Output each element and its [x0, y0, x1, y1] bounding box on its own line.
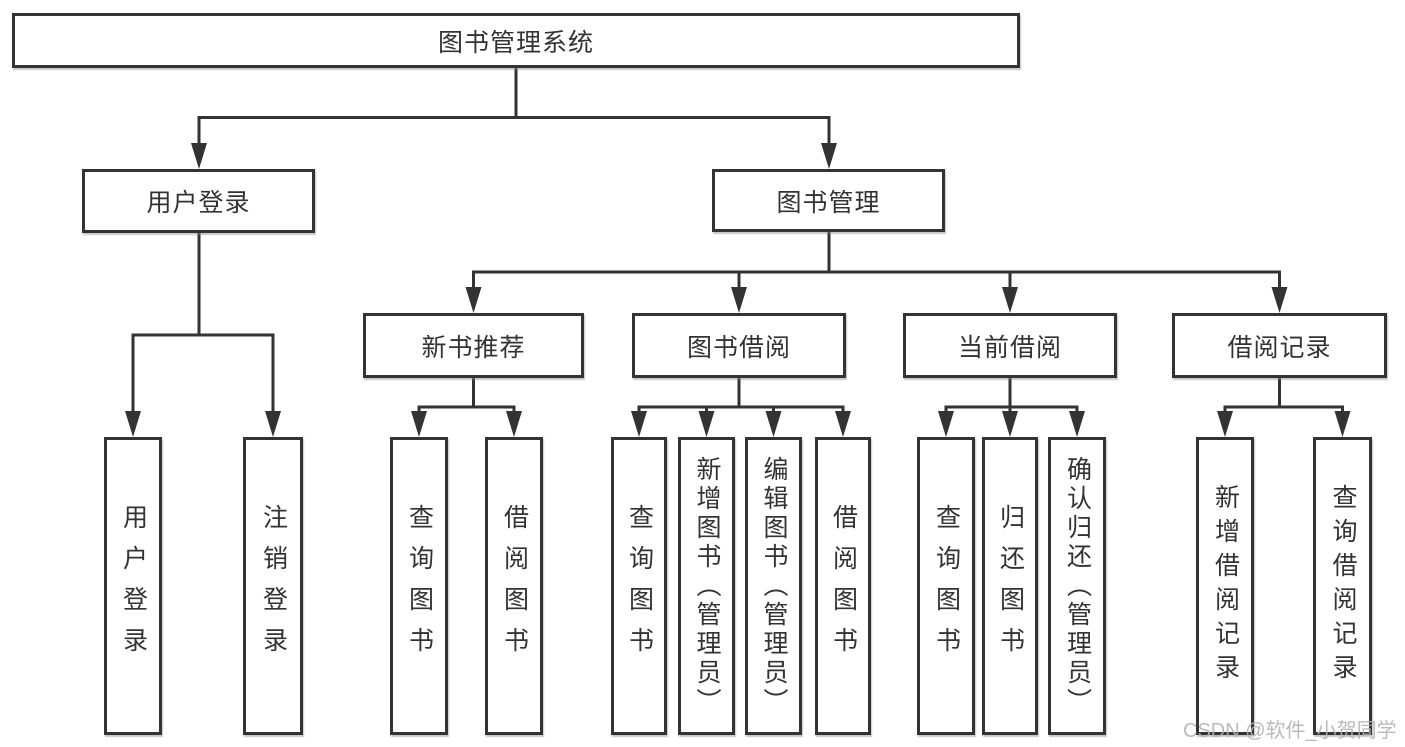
node-label: 图书管理系统 [437, 28, 594, 57]
leaf-label: 新增借阅记录 [1211, 484, 1240, 688]
leaf-query-borrow-record: 查询借阅记录 [1313, 437, 1372, 735]
node-label: 图书管理 [776, 188, 881, 217]
leaf-label: 确认归还（管理员） [1063, 455, 1092, 717]
leaf-borrow-books-recommend: 借阅图书 [485, 437, 543, 735]
leaf-logout: 注销登录 [243, 437, 303, 735]
node-label: 用户登录 [146, 189, 251, 217]
leaf-label: 归还图书 [996, 504, 1025, 668]
node-library-management-system: 图书管理系统 [12, 13, 1020, 68]
leaf-query-books-recommend: 查询图书 [390, 437, 448, 735]
leaf-label: 借阅图书 [829, 504, 858, 668]
node-label: 借阅记录 [1227, 333, 1332, 362]
leaf-user-login: 用户登录 [104, 437, 162, 735]
leaf-label: 查询图书 [932, 504, 961, 668]
leaf-add-borrow-record: 新增借阅记录 [1196, 437, 1254, 735]
leaf-query-books-current: 查询图书 [917, 437, 975, 735]
leaf-label: 查询图书 [625, 504, 654, 668]
leaf-return-books: 归还图书 [982, 437, 1038, 735]
node-label: 图书借阅 [686, 333, 791, 362]
node-current-borrowing: 当前借阅 [903, 313, 1117, 378]
leaf-confirm-return-admin: 确认归还（管理员） [1048, 437, 1106, 735]
leaf-label: 新增图书（管理员） [693, 455, 721, 717]
csdn-watermark: CSDN @软件_小贺同学 [1183, 720, 1397, 742]
leaf-label: 借阅图书 [500, 504, 529, 668]
node-label: 当前借阅 [957, 333, 1062, 362]
leaf-label: 查询借阅记录 [1329, 484, 1357, 688]
leaf-query-books-borrowing: 查询图书 [611, 437, 667, 735]
node-label: 新书推荐 [421, 333, 526, 362]
node-book-borrowing: 图书借阅 [632, 313, 846, 378]
leaf-label: 编辑图书（管理员） [760, 455, 788, 717]
leaf-label: 查询图书 [405, 504, 434, 668]
node-user-login: 用户登录 [82, 169, 315, 233]
leaf-edit-books-admin: 编辑图书（管理员） [745, 437, 802, 735]
arrowheads [125, 143, 1351, 437]
leaf-add-books-admin: 新增图书（管理员） [678, 437, 735, 735]
leaf-borrow-books: 借阅图书 [815, 437, 871, 735]
node-new-book-recommend: 新书推荐 [363, 313, 584, 378]
node-book-management: 图书管理 [712, 169, 945, 232]
leaf-label: 用户登录 [119, 504, 148, 668]
leaf-label: 注销登录 [259, 504, 288, 668]
node-borrowing-records: 借阅记录 [1172, 313, 1387, 378]
